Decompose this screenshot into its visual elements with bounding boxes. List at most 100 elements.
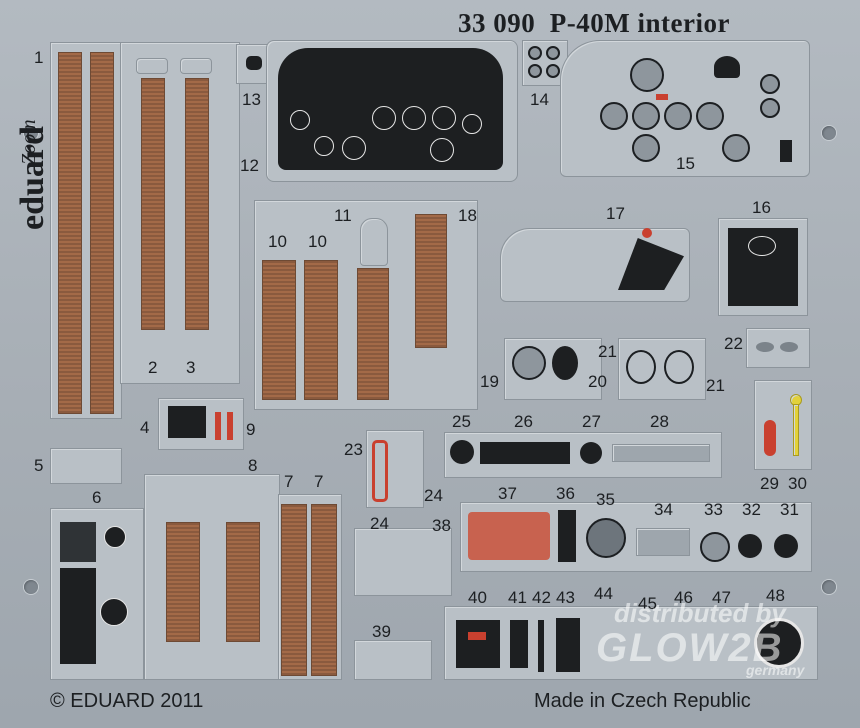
part-34 xyxy=(636,528,690,556)
part-label: 10 xyxy=(268,232,287,251)
part-label: 6 xyxy=(92,488,102,507)
part-label: 15 xyxy=(676,154,695,173)
part-label: 11 xyxy=(334,206,352,225)
panel-15-gauge xyxy=(632,102,660,130)
part-3-belt xyxy=(185,78,209,330)
part-label: 22 xyxy=(724,334,743,353)
part-14-dial xyxy=(546,46,560,60)
part-label: 16 xyxy=(752,198,771,217)
part-37 xyxy=(468,512,550,560)
part-label: 35 xyxy=(596,490,615,509)
frame-hole xyxy=(822,126,836,140)
part-label: 12 xyxy=(240,156,259,175)
panel-15-lamp xyxy=(656,94,668,100)
part-label: 41 xyxy=(508,588,527,607)
part-43 xyxy=(556,618,580,672)
part-label: 28 xyxy=(650,412,669,431)
part-30-rod xyxy=(793,404,799,456)
part-label: 17 xyxy=(606,204,625,223)
part-9-handle xyxy=(215,412,221,440)
part-label: 45 xyxy=(638,594,657,613)
part-29-30 xyxy=(754,380,812,470)
part-label: 31 xyxy=(780,500,799,519)
part-14-dial xyxy=(528,46,542,60)
panel-gauge xyxy=(462,114,482,134)
part-label: 24 xyxy=(424,486,443,505)
part-22-knob xyxy=(756,342,774,352)
watermark-line1: distributed by xyxy=(614,598,786,628)
part-label: 39 xyxy=(372,622,391,641)
part-label: 34 xyxy=(654,500,673,519)
part-21-ring xyxy=(626,350,656,384)
part-18-belt xyxy=(415,214,447,348)
part-14-dial xyxy=(528,64,542,78)
part-13-detail xyxy=(246,56,262,70)
panel-gauge xyxy=(342,136,366,160)
part-3-buckle xyxy=(180,58,212,74)
part-label: 37 xyxy=(498,484,517,503)
sheet-title: 33 090 P-40M interior xyxy=(458,8,730,38)
part-label: 48 xyxy=(766,586,785,605)
part-label: 40 xyxy=(468,588,487,607)
panel-15-gauge xyxy=(664,102,692,130)
part-6-panel xyxy=(60,568,96,664)
part-label: 10 xyxy=(308,232,327,251)
part-label: 42 xyxy=(532,588,551,607)
part-label: 30 xyxy=(788,474,807,493)
part-label: 46 xyxy=(674,588,693,607)
part-7-belt xyxy=(281,504,307,676)
part-27 xyxy=(580,442,602,464)
part-label: 27 xyxy=(582,412,601,431)
part-2-belt xyxy=(141,78,165,330)
part-label: 8 xyxy=(248,456,258,475)
part-33 xyxy=(700,532,730,562)
part-10-belt xyxy=(262,260,296,400)
part-1-belt xyxy=(58,52,82,414)
panel-15-switch xyxy=(780,140,792,162)
watermark-line2: GLOW2B xyxy=(596,626,784,670)
part-7-belt xyxy=(311,504,337,676)
part-label: 21 xyxy=(598,342,617,361)
part-label: 18 xyxy=(458,206,477,225)
frame-hole xyxy=(24,126,38,140)
part-14-dial xyxy=(546,64,560,78)
part-29-handle xyxy=(764,420,776,456)
part-40 xyxy=(456,620,500,668)
part-8-belt xyxy=(166,522,200,642)
brand-sub: Zoom xyxy=(18,119,40,165)
panel-15-gauge xyxy=(632,134,660,162)
part-25 xyxy=(450,440,474,464)
part-label: 2 xyxy=(148,358,158,377)
part-label: 13 xyxy=(242,90,261,109)
watermark-line3: germany xyxy=(746,662,805,678)
part-label: 4 xyxy=(140,418,150,437)
panel-gauge xyxy=(402,106,426,130)
part-label: 47 xyxy=(712,588,731,607)
part-21-ring xyxy=(664,350,694,384)
part-20 xyxy=(552,346,578,380)
part-label: 43 xyxy=(556,588,575,607)
part-36 xyxy=(558,510,576,562)
panel-15-gauge xyxy=(630,58,664,92)
panel-15-clock xyxy=(714,56,740,78)
part-label: 5 xyxy=(34,456,44,475)
panel-15-gauge xyxy=(760,74,780,94)
panel-15-gauge xyxy=(600,102,628,130)
part-17-lamp xyxy=(642,228,652,238)
part-16-dial xyxy=(748,236,776,256)
panel-15-gauge xyxy=(760,98,780,118)
part-label: 21 xyxy=(706,376,725,395)
part-label: 7 xyxy=(314,472,324,491)
panel-gauge xyxy=(314,136,334,156)
part-label: 24 xyxy=(370,514,389,533)
panel-15-gauge xyxy=(696,102,724,130)
part-42 xyxy=(538,620,544,672)
part-9-handle xyxy=(227,412,233,440)
part-label: 19 xyxy=(480,372,499,391)
part-35 xyxy=(586,518,626,558)
part-40-lamp xyxy=(468,632,486,640)
part-10-belt xyxy=(304,260,338,400)
part-19-dial xyxy=(512,346,546,380)
frame-hole xyxy=(822,580,836,594)
part-2-3-frame xyxy=(120,42,240,384)
